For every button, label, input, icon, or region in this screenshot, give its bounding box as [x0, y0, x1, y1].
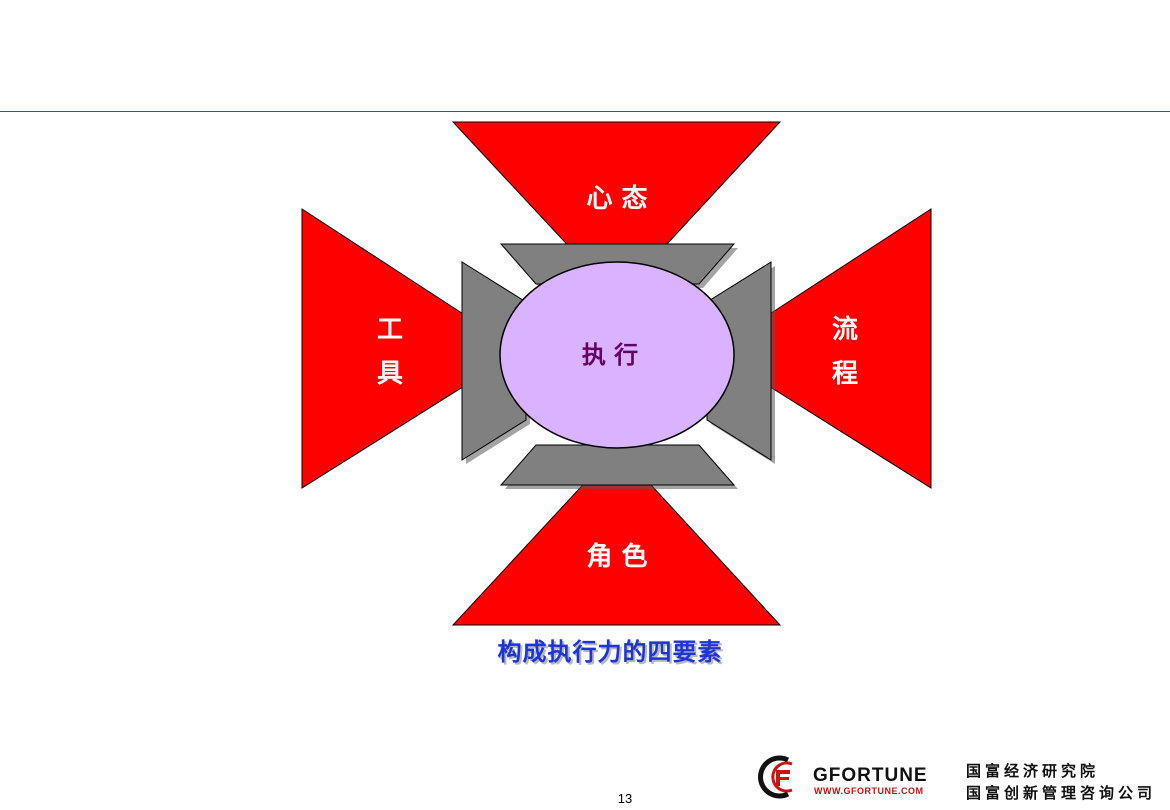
- top-label: 心 态: [586, 183, 647, 214]
- bottom-gray-frame: [499, 444, 736, 486]
- left-trapezoid: [301, 208, 521, 489]
- right-label-char-1: 流: [832, 315, 858, 345]
- right-gray-frame: [706, 261, 772, 461]
- gfortune-logo-icon: [758, 755, 793, 799]
- left-label-char-1: 工: [377, 315, 403, 345]
- center-ellipse: [499, 261, 735, 449]
- right-label-char-2: 程: [832, 359, 858, 389]
- logo-wordmark: GFORTUNE: [813, 765, 928, 786]
- right-trapezoid: [712, 208, 932, 489]
- diagram-caption: 构成执行力的四要素: [497, 638, 723, 666]
- org-name-company: 国富创新管理咨询公司: [966, 784, 1157, 802]
- org-name-institute: 国富经济研究院: [966, 762, 1100, 780]
- header-rule: [0, 111, 1170, 112]
- bottom-trapezoid: [451, 447, 782, 626]
- left-label-char-2: 具: [377, 359, 403, 389]
- page-number: 13: [617, 791, 633, 806]
- top-trapezoid: [451, 121, 782, 299]
- center-label: 执 行: [582, 341, 638, 369]
- logo-url: WWW.GFORTUNE.COM: [814, 786, 924, 796]
- bottom-label: 角 色: [586, 541, 647, 572]
- left-gray-frame: [461, 261, 527, 461]
